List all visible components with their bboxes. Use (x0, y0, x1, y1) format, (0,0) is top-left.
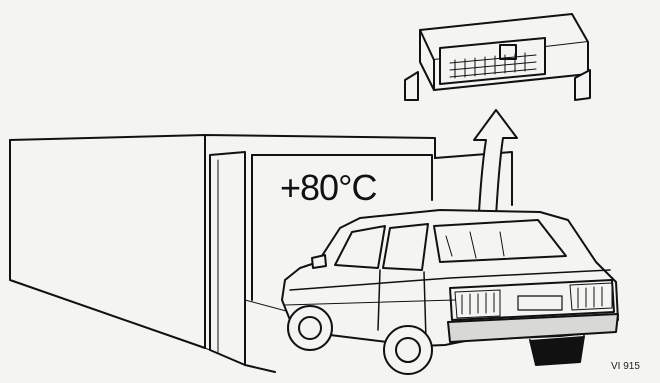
ecu-module-icon (405, 14, 590, 100)
temperature-label: +80°C (280, 167, 376, 209)
reference-code: VI 915 (611, 361, 640, 372)
sedan-car-icon (282, 210, 618, 374)
